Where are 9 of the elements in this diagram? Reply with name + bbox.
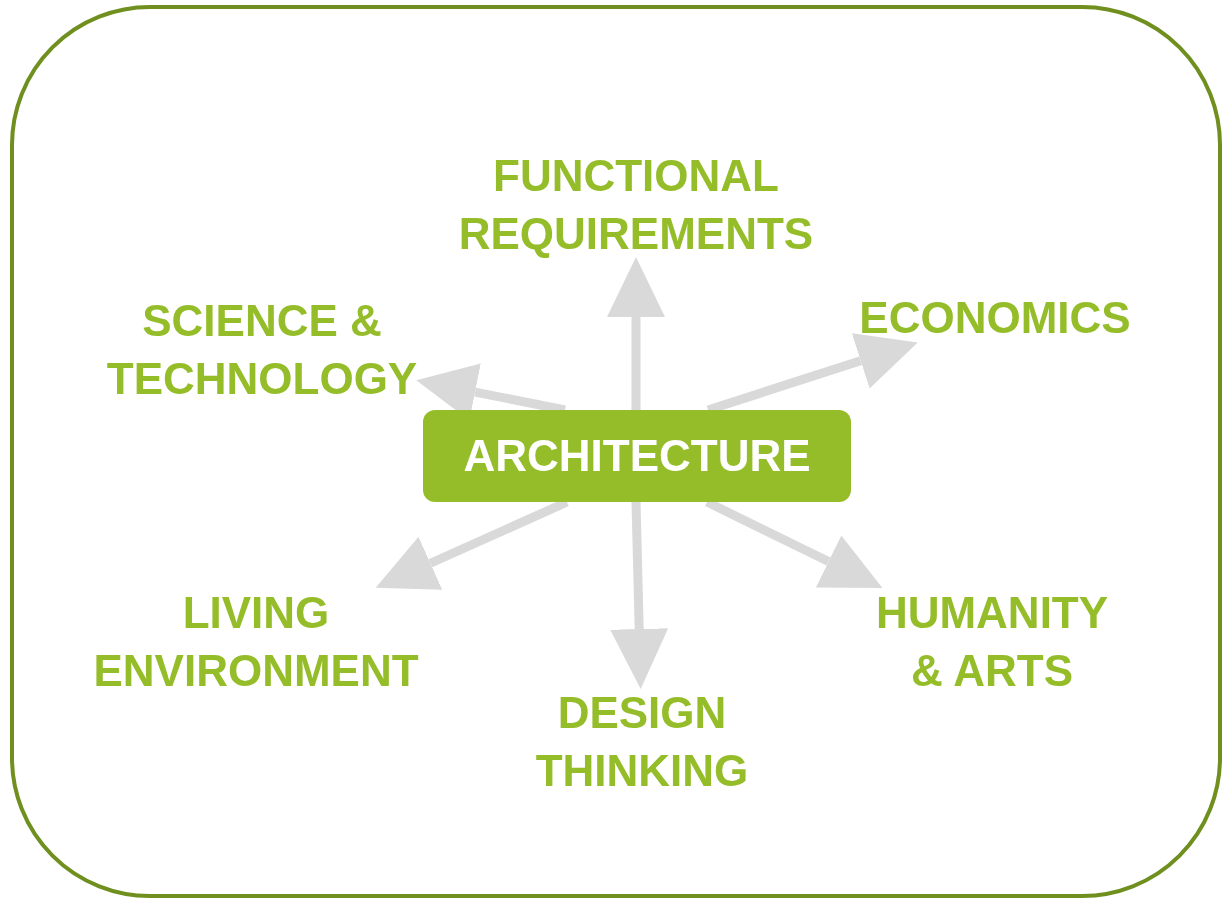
central-box: ARCHITECTURE xyxy=(423,410,851,502)
topic-label: LIVING ENVIRONMENT xyxy=(71,584,441,700)
topic-label: SCIENCE & TECHNOLOGY xyxy=(92,292,432,408)
arrow xyxy=(610,501,669,689)
topic-label: HUMANITY & ARTS xyxy=(861,584,1123,700)
topic-label: ECONOMICS xyxy=(859,289,1131,347)
arrow xyxy=(607,257,665,410)
topic-label: DESIGN THINKING xyxy=(517,684,767,800)
topic-label: FUNCTIONAL REQUIREMENTS xyxy=(436,147,836,263)
